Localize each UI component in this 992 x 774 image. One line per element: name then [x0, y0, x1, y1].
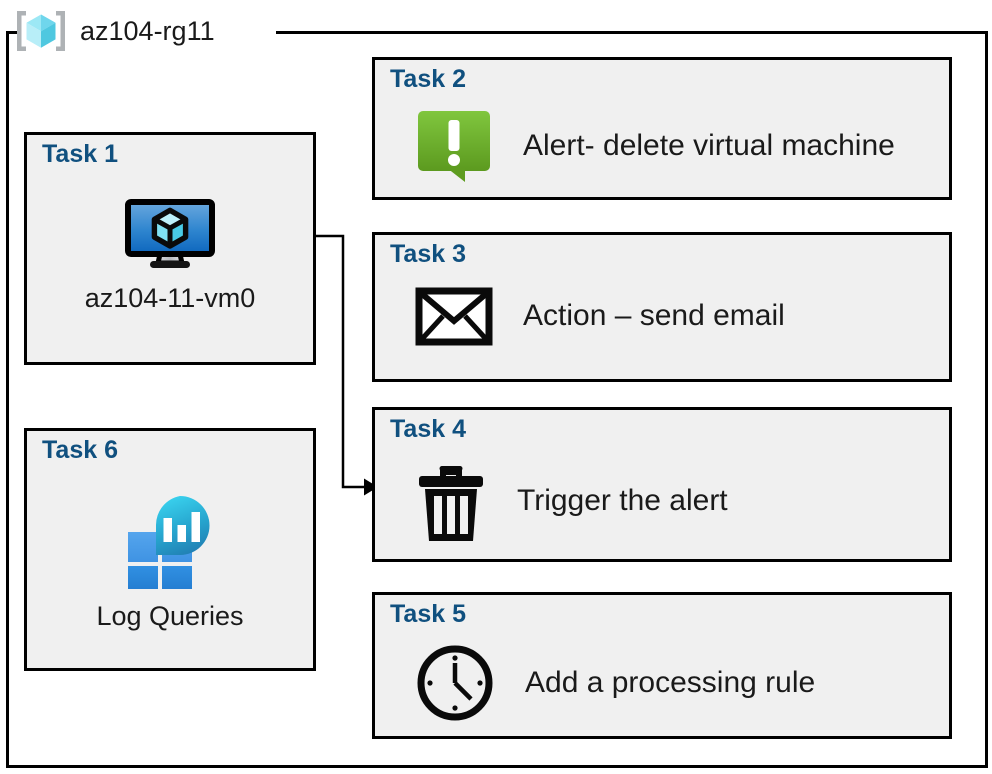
clock-icon	[415, 643, 495, 723]
task-card-caption: Log Queries	[96, 601, 244, 631]
log-analytics-icon	[27, 493, 313, 589]
task-card-label: Task 4	[390, 415, 466, 443]
task-card-caption: Trigger the alert	[517, 484, 728, 517]
task-card-caption: az104-11-vm0	[84, 283, 256, 313]
resource-group-header: az104-rg11	[10, 5, 215, 57]
task-card-label: Task 1	[42, 140, 118, 168]
envelope-icon	[415, 285, 493, 347]
trash-can-icon	[415, 458, 487, 544]
task-card-task5[interactable]: Task 5 Add a processing rule	[372, 592, 952, 739]
resource-group-name: az104-rg11	[80, 15, 215, 46]
resource-group-title-notch	[18, 24, 276, 40]
task-card-task6[interactable]: Task 6	[24, 428, 316, 671]
task-card-label: Task 5	[390, 600, 466, 628]
task-card-label: Task 6	[42, 436, 118, 464]
task-card-caption: Alert- delete virtual machine	[523, 129, 895, 162]
resource-group-cube-icon	[10, 8, 72, 54]
task-card-task1[interactable]: Task 1	[24, 132, 316, 365]
task-card-task2[interactable]: Task 2 Alert- delete virtual machin	[372, 57, 952, 200]
task-card-caption: Add a processing rule	[525, 666, 816, 699]
virtual-machine-icon	[27, 193, 313, 279]
task-card-task3[interactable]: Task 3 Action – send email	[372, 232, 952, 382]
task-card-label: Task 3	[390, 240, 466, 268]
task-card-task4[interactable]: Task 4 Trigger the alert	[372, 407, 952, 562]
task-card-label: Task 2	[390, 65, 466, 93]
resource-group-container	[6, 31, 988, 768]
alert-speech-bubble-icon	[415, 108, 493, 184]
task-card-caption: Action – send email	[523, 299, 785, 332]
